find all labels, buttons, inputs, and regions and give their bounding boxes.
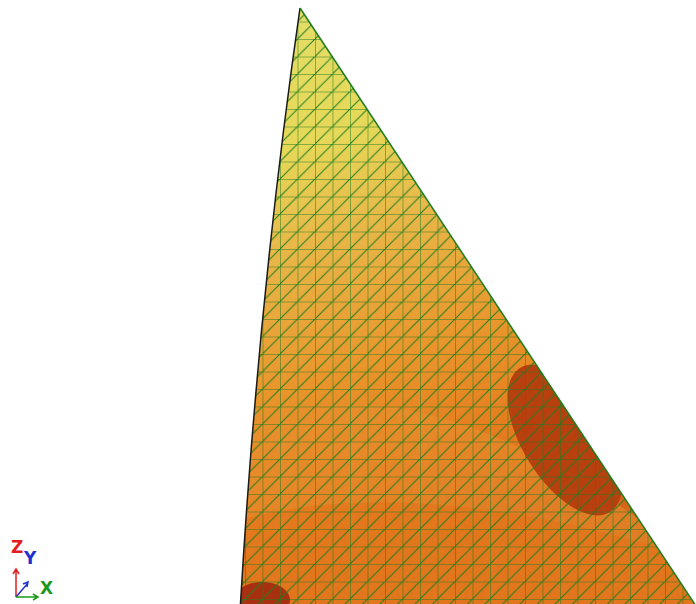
axis-label: X	[40, 580, 53, 597]
axis-triad	[13, 569, 38, 600]
axis-label: Y	[24, 550, 36, 567]
axis-label: Z	[11, 539, 23, 556]
edge-line	[300, 8, 696, 604]
edge-line	[240, 8, 300, 604]
